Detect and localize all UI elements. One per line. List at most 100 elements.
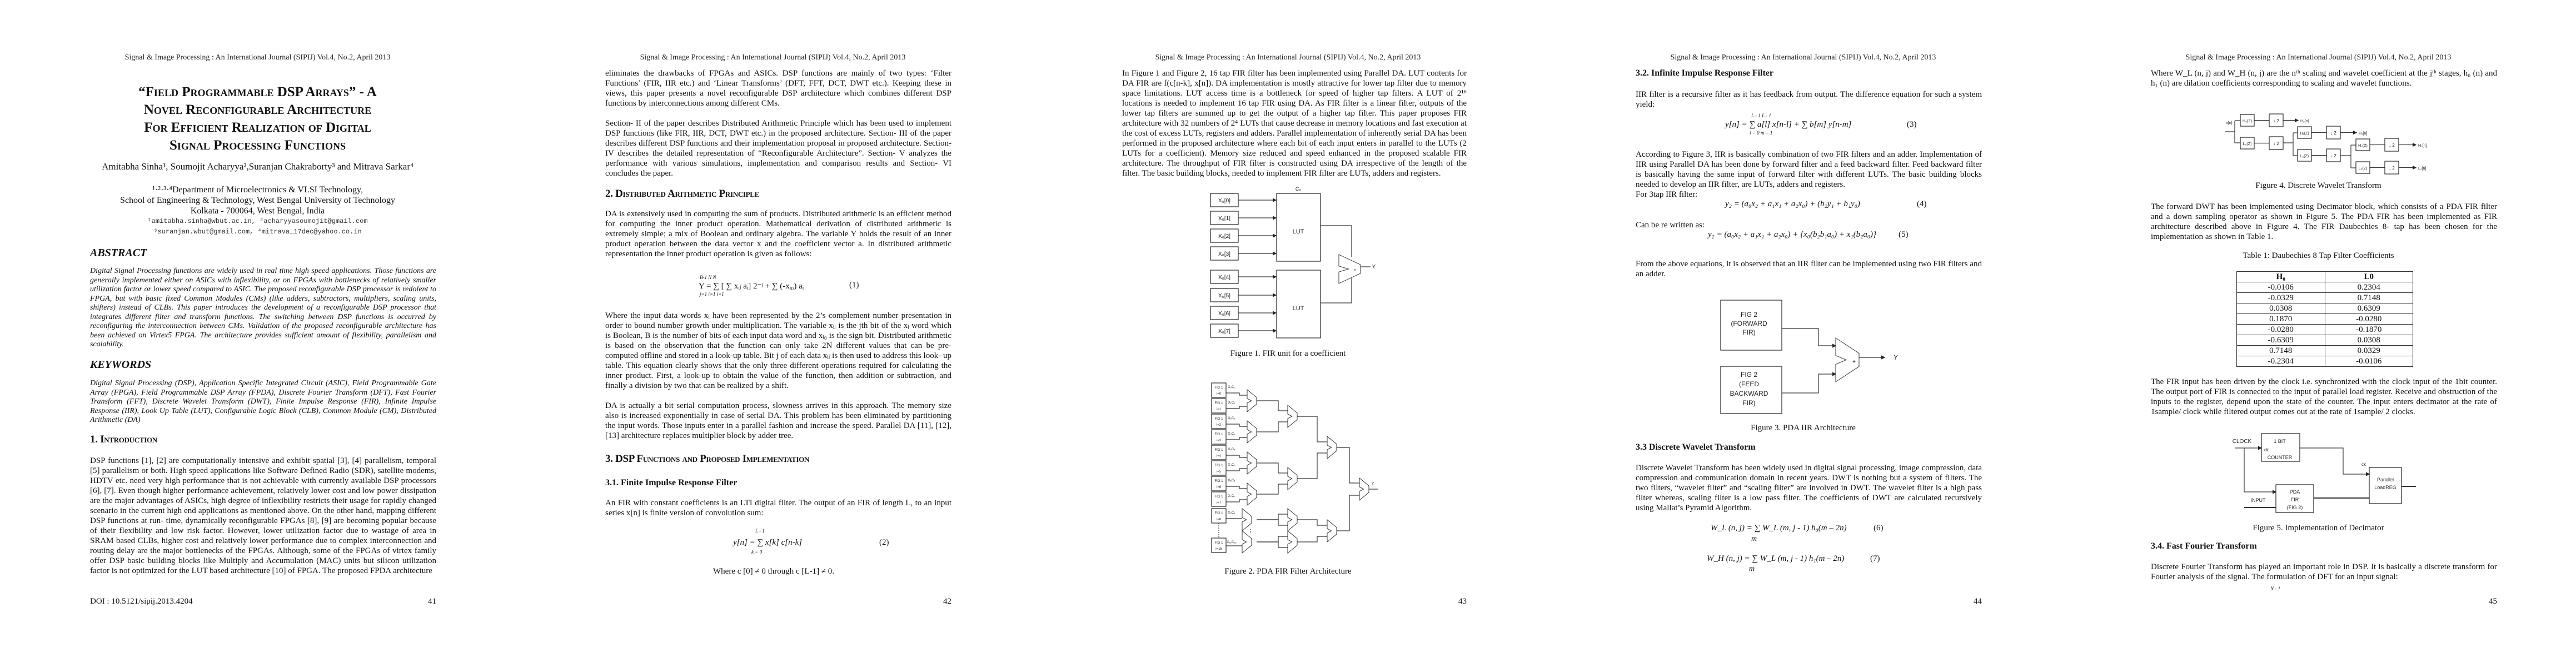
adder: [1327, 435, 1337, 460]
equation-number: (4): [1917, 200, 1927, 208]
product-label: X₀C₀: [1228, 386, 1235, 389]
equation-3-lower-limits: i = 0 m = 1: [1750, 130, 1773, 136]
adder: [1242, 530, 1252, 554]
fig1-block-label: FIG 1: [1214, 449, 1223, 452]
pda-fir-label: FIR: [2291, 497, 2299, 502]
email-line[interactable]: ¹amitabha.sinha@wbut.ac.in, ²acharyyasou…: [147, 217, 368, 225]
product-label: X₅C₅: [1228, 464, 1235, 467]
input-bit-box: [1210, 246, 1239, 261]
wire: [1321, 225, 1352, 257]
affiliation-line: School of Engineering & Technology, West…: [120, 196, 395, 205]
product-label: X₃C₃: [1228, 432, 1235, 436]
lut-label: LUT: [1293, 305, 1304, 312]
paragraph: Discrete Wavelet Transform has been wide…: [1636, 464, 1982, 512]
fig1-block-index: i=3: [1217, 439, 1222, 442]
output-label: Y: [1372, 264, 1376, 270]
equation-5: y₂ = (a₀x₂ + a₁x₁ + a₂x₀) + {x₀(b₂b₁a₀) …: [1708, 230, 1877, 239]
product-label: X₆C₆: [1228, 479, 1235, 482]
wire: [1257, 421, 1288, 432]
wire: [1297, 519, 1327, 526]
cell-h0: -0.2304: [2236, 356, 2325, 367]
table-row: -0.0280-0.1870: [2236, 324, 2413, 335]
cell-h0: -0.0106: [2236, 282, 2325, 293]
lut-block: [1276, 270, 1321, 339]
subsection-heading-3-3: 3.3 Discrete Wavelet Transform: [1636, 442, 1756, 452]
wire: [1257, 484, 1288, 495]
wire: [1337, 495, 1359, 531]
equation-2-lower-limit: k = 0: [751, 549, 763, 555]
figure-4-caption: Figure 4. Discrete Wavelet Transform: [2255, 181, 2381, 190]
plus-label: +: [1353, 267, 1356, 273]
equation-condition: Where c [0] ≠ 0 through c [L-1] ≠ 0.: [713, 567, 835, 576]
page-number: 42: [943, 597, 951, 606]
adder: [1338, 254, 1361, 284]
equation-3-upper-limits: L - 1 L - 1: [1751, 113, 1771, 118]
fig1-block: [1211, 508, 1227, 524]
section-heading-3: 3. DSP Functions and Proposed Implementa…: [605, 453, 810, 465]
output-label: L₂[n]: [2418, 167, 2426, 171]
page-number: 45: [2489, 597, 2497, 606]
text-line: Can be re written as:: [1636, 221, 1705, 230]
abstract-heading: ABSTRACT: [90, 247, 147, 259]
counter-label: 1 BIT: [2274, 439, 2286, 444]
adder: [1242, 507, 1252, 532]
final-adder: [1359, 477, 1369, 501]
equation-1-upper-limits: B-1 N N: [700, 275, 716, 280]
wire: [1257, 400, 1288, 411]
authors: Amitabha Sinha¹, Soumojit Acharyya²,Sura…: [102, 161, 413, 172]
affiliation: ¹·²·³·⁴Department of Microelectronics & …: [0, 185, 515, 237]
wire: [1337, 447, 1359, 484]
equation-7-lower-limit: m: [1749, 565, 1755, 573]
input-bit-label: X₀[7]: [1218, 328, 1230, 335]
output-label: H₂[n]: [2418, 144, 2427, 148]
wire: [1782, 328, 1837, 348]
lut-label: LUT: [1293, 228, 1304, 235]
adder: [1287, 404, 1298, 429]
email-line[interactable]: ³suranjan.wbut@gmail.com, ⁴mitrava_17dec…: [153, 228, 362, 236]
downsample-label: ↓ 2: [2330, 153, 2336, 158]
downsample-label: ↓ 2: [2330, 131, 2336, 136]
wire: [1257, 514, 1288, 520]
feed-backward-fir-label: FIG 2: [1741, 371, 1757, 379]
output-label: H₀[n]: [2300, 120, 2309, 123]
equation-number: (3): [1907, 120, 1917, 129]
fig1-block-index: i=15: [1215, 547, 1222, 551]
fig1-block: [1211, 414, 1227, 429]
journal-header: Signal & Image Processing : An Internati…: [640, 53, 906, 62]
wire: [2300, 447, 2370, 476]
fig1-block-label: FIG 1: [1214, 402, 1223, 405]
paragraph: Discrete Fourier Transform has played an…: [2151, 563, 2497, 581]
adder: [1287, 466, 1298, 491]
wire: [1257, 536, 1288, 542]
parallel-load-register-block: [2369, 467, 2402, 504]
wire: [1226, 499, 1247, 502]
cell-l0: -0.0106: [2324, 356, 2413, 367]
section-heading-introduction: 1. Introduction: [90, 434, 157, 445]
keywords-text: Digital Signal Processing (DSP), Applica…: [90, 379, 436, 424]
wire: [1226, 437, 1247, 440]
adder: [1247, 482, 1257, 506]
wire: [2234, 121, 2240, 143]
table-1-caption: Table 1: Daubechies 8 Tap Filter Coeffic…: [2243, 251, 2394, 260]
input-bit-box: [1210, 193, 1239, 207]
plus-label: +: [1852, 359, 1856, 365]
counter-label: COUNTER: [2268, 455, 2293, 460]
page-44: Signal & Image Processing : An Internati…: [1546, 0, 2061, 667]
wire: [1297, 536, 1327, 542]
product-label: X₄C₄: [1228, 448, 1235, 451]
fig1-block: [1211, 398, 1227, 414]
filter-label: L₀(Z): [2243, 142, 2252, 146]
figure-5-caption: Figure 5. Implementation of Decimator: [2253, 524, 2384, 532]
filter-label: H₀(Z): [2243, 120, 2252, 123]
text-line: For 3tap IIR filter:: [1636, 190, 1698, 199]
doi[interactable]: DOI : 10.5121/sipij.2013.4204: [90, 597, 193, 606]
cell-l0: -0.0280: [2324, 313, 2413, 325]
equation-6-lower-limit: m: [1751, 535, 1757, 543]
equation-2-upper-limit: L - 1: [755, 528, 765, 534]
input-bit-label: X₀[5]: [1218, 293, 1230, 299]
equation-6: W_L (n, j) = ∑ W_L (m, j - 1) h₀(m – 2n): [1711, 524, 1847, 532]
paper-title: “Field Programmable DSP Arrays” - A Nove…: [83, 83, 432, 155]
